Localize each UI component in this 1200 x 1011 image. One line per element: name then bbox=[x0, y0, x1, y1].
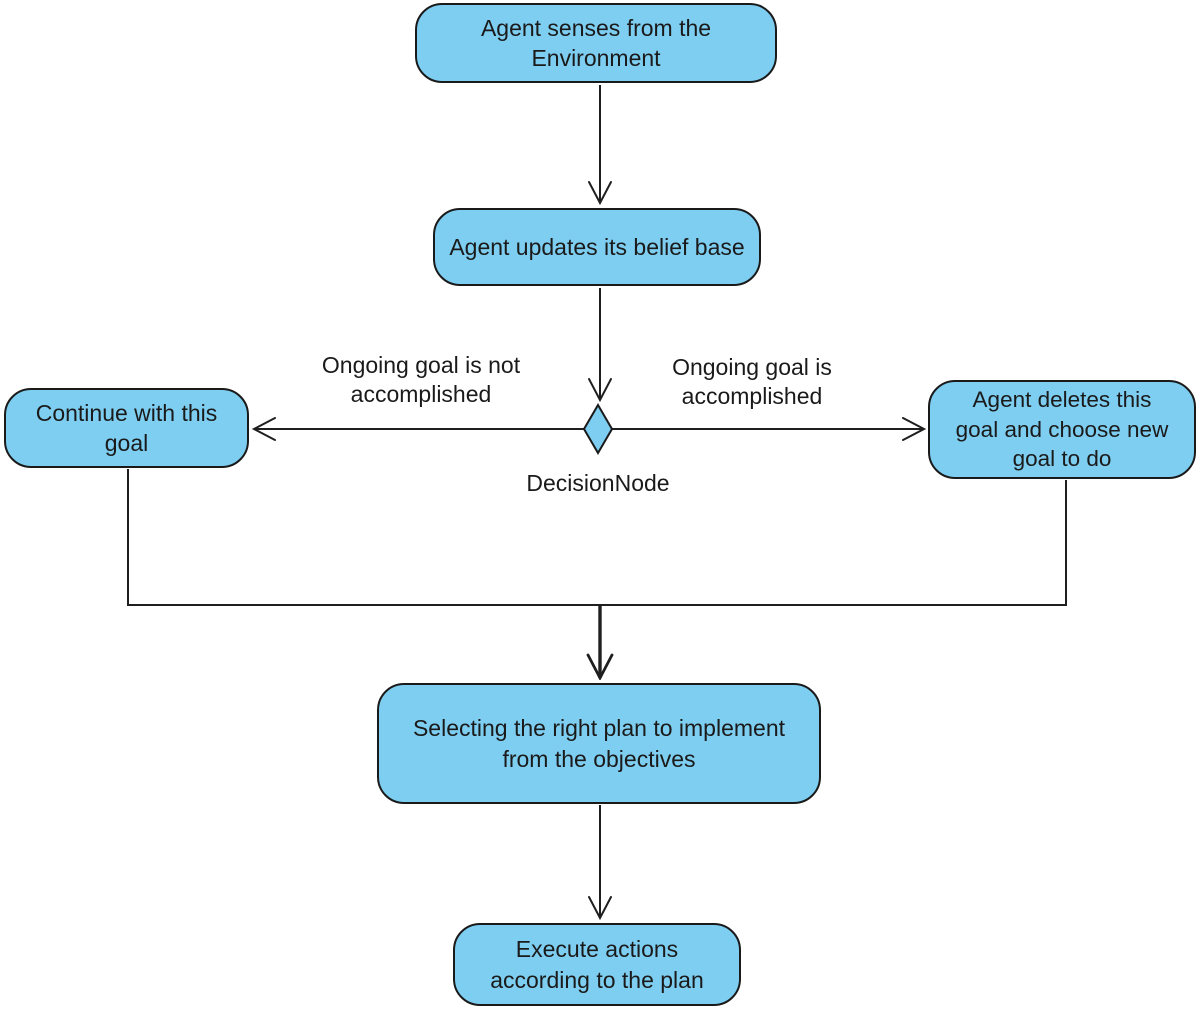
node-agent-deletes-goal: Agent deletes this goal and choose new g… bbox=[928, 380, 1196, 479]
node-execute-actions: Execute actions according to the plan bbox=[453, 923, 741, 1006]
edge-label-goal-not-accomplished: Ongoing goal is not accomplished bbox=[321, 352, 521, 408]
node-agent-senses: Agent senses from the Environment bbox=[415, 3, 777, 83]
decision-node-label: DecisionNode bbox=[526, 470, 670, 496]
node-selecting-right-plan: Selecting the right plan to implement fr… bbox=[377, 683, 821, 804]
decision-diamond bbox=[582, 403, 614, 455]
node-agent-updates-belief-base: Agent updates its belief base bbox=[433, 208, 761, 286]
edge-delete-to-merge bbox=[600, 480, 1067, 606]
node-continue-with-goal: Continue with this goal bbox=[4, 388, 249, 468]
edge-label-goal-accomplished: Ongoing goal is accomplished bbox=[672, 354, 832, 410]
edge-continue-to-merge bbox=[127, 469, 600, 606]
